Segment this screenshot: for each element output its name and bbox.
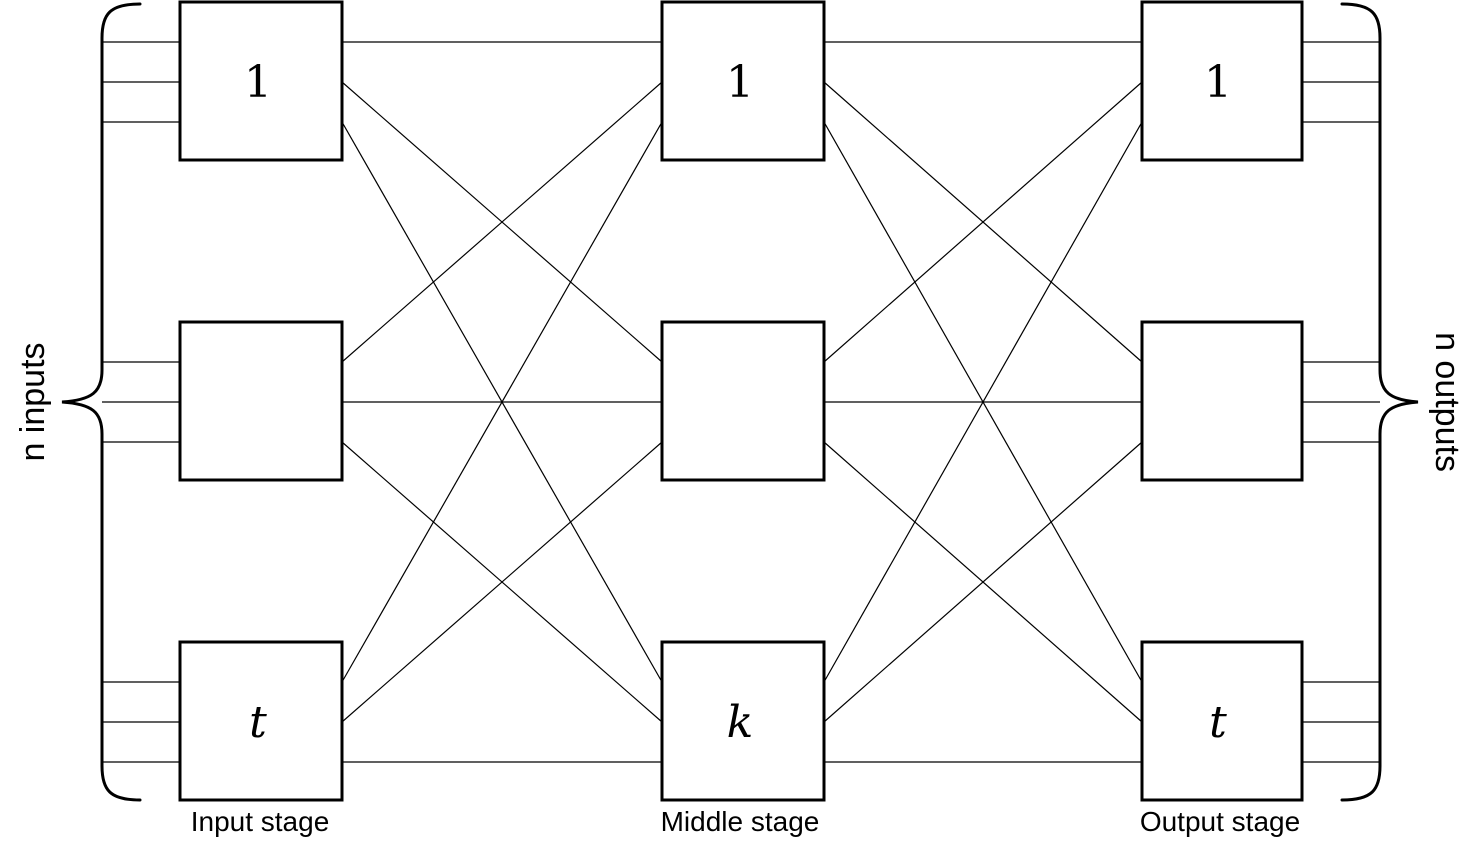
output-stage-label: Output stage [1140,806,1300,837]
output-switch-3-label: t [1209,697,1227,748]
middle-switch-3-label: k [727,697,754,748]
output-lines [1302,41,1380,763]
input-switch-3-label: t [249,697,267,748]
middle-stage-label: Middle stage [661,806,820,837]
input-switch-1-label: 1 [244,57,272,108]
n-outputs-label: n outputs [1428,332,1466,472]
output-switch-2 [1140,320,1304,482]
input-brace [61,2,142,802]
middle-switch-2 [660,320,826,482]
link-in3-mid2 [341,441,663,723]
output-brace [1340,2,1419,802]
input-stage: 1 t [178,0,344,802]
input-lines [102,41,180,763]
output-stage: 1 t [1140,0,1304,802]
link-in2-mid1 [341,81,663,363]
link-mid3-out2 [823,441,1143,723]
output-switch-1 [1140,0,1304,162]
input-switch-3 [178,640,344,802]
middle-switch-1 [660,0,826,162]
link-mid3-out1 [823,121,1143,683]
input-switch-1 [178,0,344,162]
n-inputs-label: n inputs [14,342,52,461]
input-switch-2 [178,320,344,482]
middle-switch-1-label: 1 [726,57,754,108]
output-switch-1-label: 1 [1204,57,1232,108]
link-in3-mid1 [341,121,663,683]
middle-stage: 1 k [660,0,826,802]
input-stage-label: Input stage [191,806,330,837]
link-mid2-out1 [823,81,1143,363]
interconnect-links [341,41,1143,763]
output-switch-3 [1140,640,1304,802]
middle-switch-3 [660,640,826,802]
